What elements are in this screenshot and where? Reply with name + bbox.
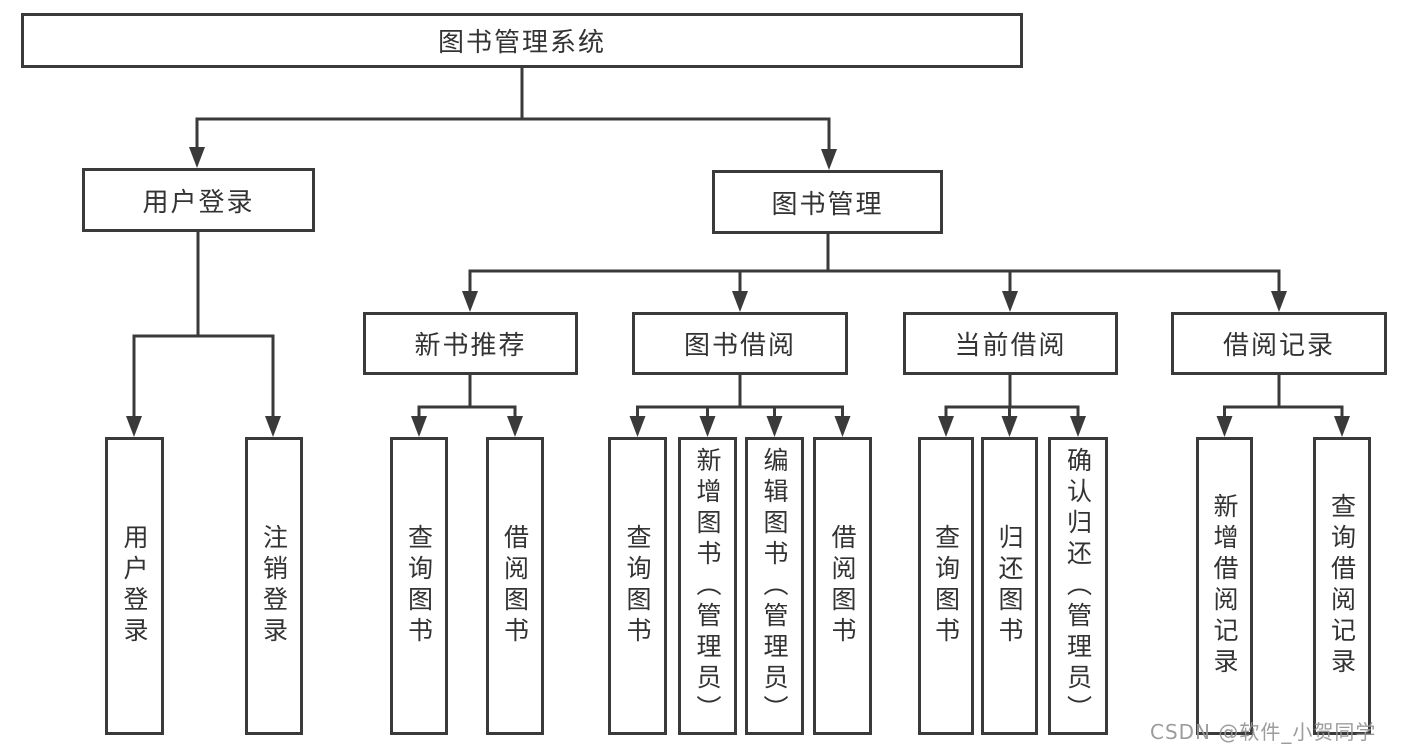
node-current-borrow: 当前借阅 [903,312,1118,375]
leaf-confirm-return-admin: 确认归还（管理员） [1048,437,1108,735]
leaf-edit-books-admin: 编辑图书（管理员） [745,437,804,735]
leaf-query-borrow-record: 查询借阅记录 [1313,437,1371,735]
leaf-recommend-query-books: 查询图书 [390,437,448,735]
leaf-return-books: 归还图书 [981,437,1038,735]
leaf-borrow-books: 借阅图书 [813,437,872,735]
leaf-recommend-borrow-books: 借阅图书 [486,437,544,735]
leaf-add-borrow-record: 新增借阅记录 [1196,437,1253,735]
node-book-borrow: 图书借阅 [632,312,848,375]
branch-user-login: 用户登录 [82,168,315,232]
leaf-borrow-query-books: 查询图书 [608,437,667,735]
csdn-watermark: CSDN @软件_小贺同学 [1150,720,1377,744]
branch-book-management: 图书管理 [712,170,943,234]
leaf-add-books-admin: 新增图书（管理员） [678,437,737,735]
node-new-book-recommend: 新书推荐 [363,312,578,375]
node-borrow-records: 借阅记录 [1171,312,1387,375]
leaf-current-query-books: 查询图书 [918,437,974,735]
leaf-logout: 注销登录 [245,437,303,735]
leaf-user-login: 用户登录 [105,437,164,735]
root-node-library-management-system: 图书管理系统 [21,13,1023,68]
